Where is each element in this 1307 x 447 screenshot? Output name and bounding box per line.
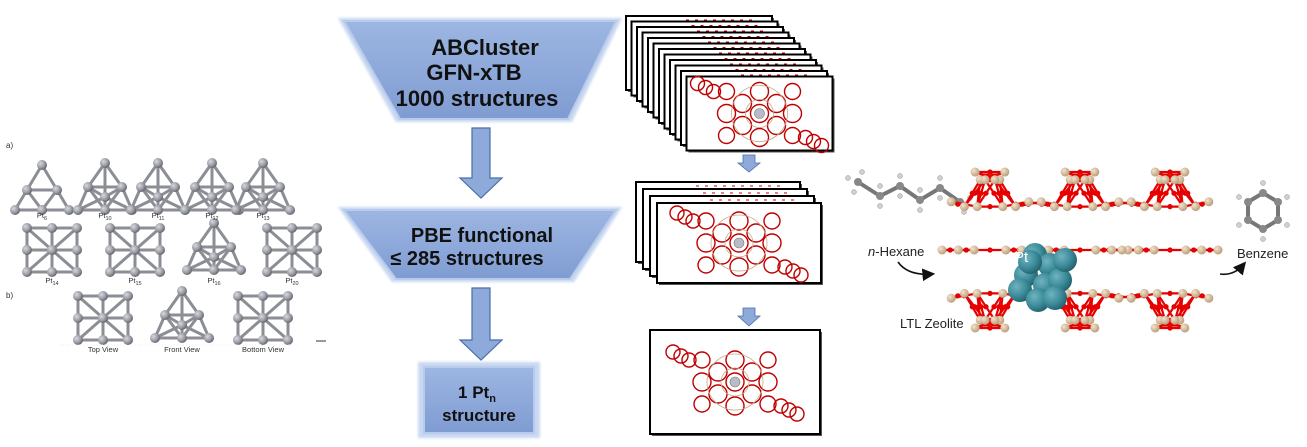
reaction-scheme: n-Hexane Pt LTL Zeolite Benzene (845, 167, 1290, 333)
small-arrow-1 (736, 154, 762, 173)
reactant-arrow (897, 261, 936, 282)
cluster-structure (231, 158, 295, 215)
panel-a-label: a) (6, 141, 13, 150)
pt-label: Pt (1014, 249, 1029, 266)
cluster-label: Pt13 (256, 211, 269, 222)
view-label: Front View (164, 345, 200, 354)
stack-stage-1 (625, 15, 835, 154)
cluster-view (73, 291, 133, 345)
stage-2-line-2: ≤ 285 structures (390, 248, 543, 270)
cluster-view (150, 286, 214, 343)
cluster-structure (126, 158, 190, 215)
panel-b-label: b) (6, 291, 13, 300)
cluster-structure (105, 223, 165, 277)
cluster-label: Pt12 (205, 211, 218, 222)
cluster-structure (73, 158, 137, 215)
cluster-label: Pt14 (45, 276, 58, 287)
cluster-label: Pt15 (128, 276, 141, 287)
cluster-label: Pt16 (207, 276, 220, 287)
structure-frame (656, 202, 823, 285)
product-label: Benzene (1237, 246, 1288, 261)
cluster-label: Pt20 (285, 276, 298, 287)
stage-1-box: ABCluster GFN-xTB 1000 structures (338, 18, 622, 122)
stage-1-line-3: 1000 structures (396, 86, 559, 111)
cluster-label: Pt6 (37, 211, 47, 222)
cluster-label: Pt10 (98, 211, 111, 222)
product-arrow (1219, 261, 1247, 276)
down-arrow-2 (458, 287, 504, 361)
stage-3-line-2: structure (442, 406, 516, 425)
stage-3-box: 1 Ptn structure (418, 362, 540, 438)
stack-stage-2 (635, 181, 823, 285)
cluster-structure (10, 160, 74, 215)
hexane-molecule (845, 169, 973, 215)
stage-3-line-1: 1 Ptn (458, 383, 496, 405)
cluster-structure (182, 218, 246, 275)
stage-1-line-2: GFN-xTB (426, 60, 521, 85)
stack-stage-3 (649, 329, 822, 436)
cluster-view (233, 291, 293, 345)
stage-2-line-1: PBE functional (411, 225, 553, 247)
ltl-zeolite-framework (937, 167, 1223, 333)
structure-stacks (625, 15, 835, 436)
cluster-structure (22, 223, 82, 277)
down-arrow-1 (458, 127, 504, 199)
cluster-structure (262, 223, 322, 277)
benzene-molecule (1236, 180, 1290, 242)
zeolite-label: LTL Zeolite (900, 316, 964, 331)
cluster-label: Pt11 (152, 211, 165, 222)
structure-frame (649, 329, 822, 436)
reactant-label: n-Hexane (868, 244, 924, 259)
view-label: Bottom View (242, 345, 285, 354)
pt-cluster: Pt (1008, 243, 1077, 312)
stage-2-box: PBE functional ≤ 285 structures (338, 207, 622, 282)
stage-1-line-1: ABCluster (431, 35, 539, 60)
small-arrow-2 (736, 307, 762, 327)
workflow-funnel: ABCluster GFN-xTB 1000 structures PBE fu… (338, 18, 622, 438)
view-label: Top View (88, 345, 119, 354)
structure-frame (685, 75, 835, 154)
